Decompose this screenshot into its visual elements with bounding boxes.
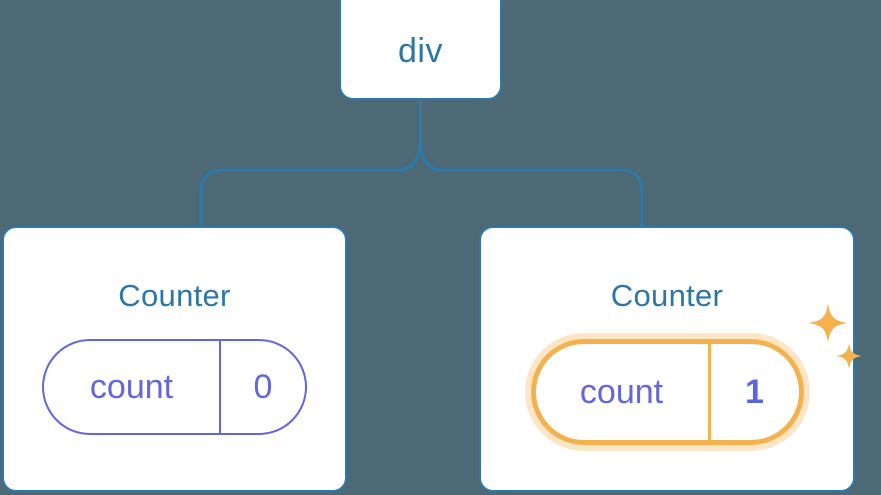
sparkle-large-icon [807,303,848,343]
node-div[interactable]: div [339,0,502,100]
card-counter-right[interactable]: Counter count 1 [479,226,862,492]
connector-branch-left [199,136,422,228]
sparkles-group [807,303,862,369]
node-div-label: div [398,32,443,70]
card-counter-left[interactable]: Counter count 0 [2,226,347,492]
state-key: count [536,344,711,440]
state-pill-glow: count 1 [524,333,810,451]
card-title: Counter [610,278,724,313]
state-pill-highlighted[interactable]: count 1 [530,339,804,445]
connector-branch-right [419,136,644,228]
state-pill[interactable]: count 0 [42,339,307,435]
state-pill-wrapper: count 0 [42,339,307,435]
state-value: 0 [253,368,273,406]
sparkle-small-icon [835,343,862,369]
card-title: Counter [118,278,231,313]
state-value: 1 [745,373,764,411]
state-pill-wrapper: count 1 [524,303,862,451]
state-key: count [44,341,221,433]
